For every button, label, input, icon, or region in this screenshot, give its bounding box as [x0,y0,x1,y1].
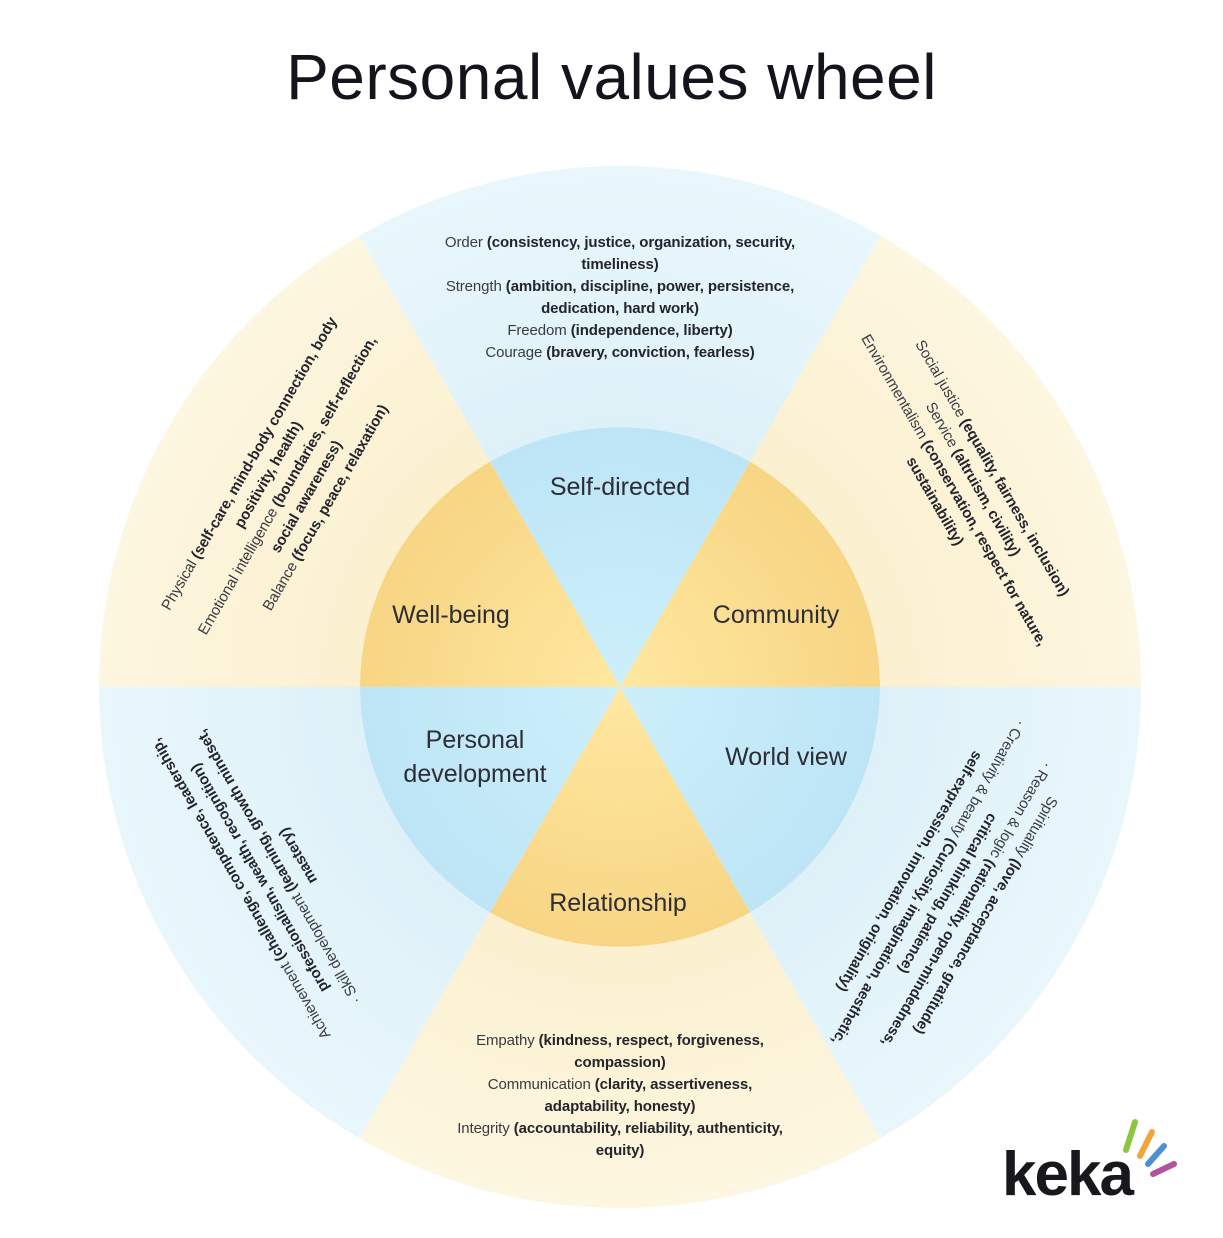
value-keyword-text: Communication [487,1076,595,1093]
spark-green-icon [1123,1119,1138,1153]
outer-ring-relationship [359,912,881,1209]
values-line: equity) [457,1140,783,1162]
values-line: Integrity (accountability, reliability, … [457,1118,783,1140]
value-keyword-text: Empathy [476,1032,539,1049]
value-detail-text: adaptability, honesty) [544,1098,696,1115]
outer-ring-community [750,235,1141,688]
outer-ring-self-directed [359,165,881,462]
values-line: Courage (bravery, conviction, fearless) [445,342,795,364]
value-detail-text: dedication, hard work) [541,300,699,317]
value-keyword-text: Order [444,234,487,251]
outer-ring-well-being [99,235,490,688]
values-line: Strength (ambition, discipline, power, p… [445,276,795,298]
sector-world-view [620,687,880,913]
sector-label-well-being: Well-being [392,601,510,629]
values-line: Communication (clarity, assertiveness, [457,1074,783,1096]
sector-self-directed [490,427,750,687]
sector-personal-development [360,687,620,913]
values-relationship: Empathy (kindness, respect, forgiveness,… [457,1030,783,1162]
value-keyword-text: Courage [485,344,547,361]
value-detail-text: compassion) [574,1054,666,1071]
sector-community [620,461,880,687]
value-detail-text: equity) [595,1142,645,1159]
value-keyword-text: Freedom [507,322,571,339]
value-detail-text: (ambition, discipline, power, persistenc… [505,278,795,295]
values-line: compassion) [457,1052,783,1074]
page-title: Personal values wheel [286,41,937,113]
value-detail-text: (consistency, justice, organization, sec… [486,234,796,251]
value-keyword-text: Strength [445,278,506,295]
value-keyword-text: Integrity [457,1120,514,1137]
keka-logo-text: keka [1002,1140,1134,1209]
values-self-directed: Order (consistency, justice, organizatio… [445,232,795,364]
values-line: Freedom (independence, liberty) [445,320,795,342]
sector-label-relationship: Relationship [549,889,687,917]
outer-ring-world-view [750,687,1141,1139]
spark-magenta-icon [1150,1161,1177,1177]
keka-logo-sparks-icon [1123,1119,1177,1177]
sector-well-being [360,461,620,687]
value-detail-text: (bravery, conviction, fearless) [546,344,755,361]
spark-orange-icon [1137,1129,1155,1159]
sector-label-personal-development: Personal development [403,726,547,788]
spark-blue-icon [1145,1143,1167,1167]
value-detail-text: (clarity, assertiveness, [594,1076,753,1093]
sector-label-self-directed: Self-directed [549,473,691,501]
values-line: adaptability, honesty) [457,1096,783,1118]
values-line: dedication, hard work) [445,298,795,320]
value-detail-text: (accountability, reliability, authentici… [513,1120,783,1137]
values-line: Empathy (kindness, respect, forgiveness, [457,1030,783,1052]
sector-relationship [490,687,750,947]
keka-logo: keka [995,1085,1195,1220]
values-line: Order (consistency, justice, organizatio… [445,232,795,254]
values-line: timeliness) [445,254,795,276]
value-detail-text: (kindness, respect, forgiveness, [538,1032,764,1049]
value-detail-text: timeliness) [581,256,659,273]
outer-ring-personal-development [99,687,490,1139]
sector-label-world-view: World view [725,743,847,771]
sector-label-community: Community [712,601,840,629]
value-detail-text: (independence, liberty) [570,322,733,339]
